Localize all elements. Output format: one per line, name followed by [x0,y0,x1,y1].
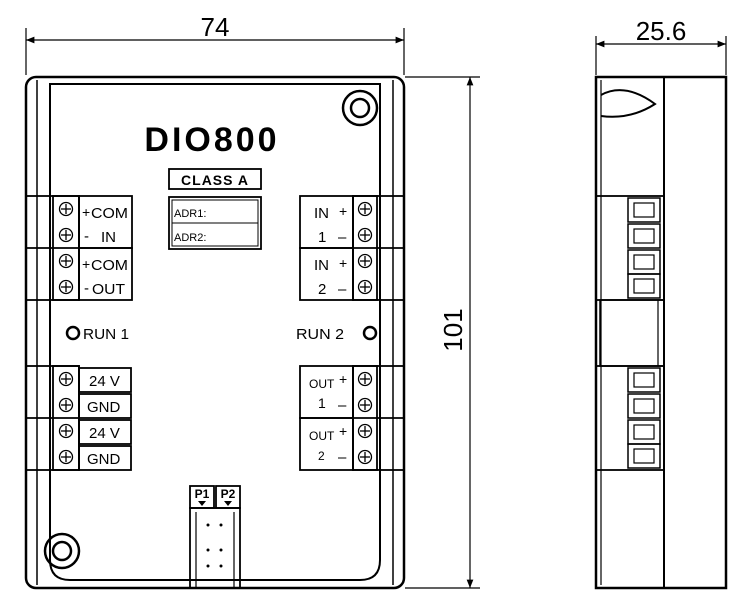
screw-terminal-icon [58,423,74,439]
height-dimension-label: 101 [438,308,468,351]
width-dimension-label: 74 [201,12,230,42]
depth-dimension [595,36,727,75]
run1-label: RUN 1 [83,326,129,343]
p1-arrow-icon [198,501,206,506]
side-top-connector [595,195,665,301]
screw-terminal-icon [58,397,74,413]
out-1-plus: + [339,371,347,387]
power-1-label: 24 V [89,373,120,390]
left-power-terminal-block [25,365,132,471]
in-2-plus: + [339,255,347,271]
left-term-4-sign: - [84,280,89,297]
programming-port [189,485,241,589]
left-power-labels: 24 V GND 24 V GND [87,373,121,468]
port-pin-dots [206,523,223,568]
height-dimension [405,76,480,589]
screw-terminal-icon [357,371,373,387]
model-name: DIO800 [144,121,279,159]
right-output-labels: OUT + 1 – OUT + 2 – [309,371,347,466]
screw-terminal-icon [357,201,373,217]
side-housing-outline [594,75,728,590]
in-2-number: 2 [318,281,326,298]
class-label: CLASS A [181,172,249,188]
side-top-clip [600,89,657,118]
out-1-minus: – [338,397,347,414]
side-terminal-slot [627,367,661,393]
screw-terminal-icon [58,227,74,243]
left-signal-terminal-block [25,195,133,301]
left-term-2-text: IN [101,229,116,246]
left-term-3-sign: + [82,256,90,272]
p1-label: P1 [195,487,210,501]
adr1-label: ADR1: [174,208,206,220]
screw-terminal-icon [58,201,74,217]
run2-led [362,325,378,341]
side-terminal-slot [627,443,661,469]
power-2-label: GND [87,399,121,416]
mounting-hole-bottom-left [43,532,81,570]
in-2-label: IN [314,257,329,274]
side-terminal-slots [627,197,661,469]
in-1-minus: – [338,229,347,246]
left-term-1-text: COM [91,205,128,222]
p2-arrow-icon [224,501,232,506]
out-1-label: OUT [309,377,335,391]
left-signal-labels: + COM - IN + COM - OUT [82,204,128,298]
screw-terminal-icon [58,253,74,269]
front-inner-panel [49,83,381,581]
side-terminal-slot [627,273,661,299]
screw-terminal-icon [357,423,373,439]
side-terminal-slot [627,393,661,419]
power-4-label: GND [87,451,121,468]
in-1-plus: + [339,203,347,219]
screw-terminal-icon [357,397,373,413]
width-dimension [25,28,405,75]
side-terminal-slot [627,197,661,223]
in-1-label: IN [314,205,329,222]
screw-terminal-icon [58,449,74,465]
class-label-box [168,168,262,190]
depth-dimension-label: 25.6 [636,16,687,46]
run1-led [65,325,81,341]
screw-terminal-icon [357,449,373,465]
power-3-label: 24 V [89,425,120,442]
screw-terminal-icon [357,279,373,295]
side-bottom-connector [595,365,665,471]
out-2-minus: – [338,449,347,466]
screw-terminal-icon [58,279,74,295]
right-input-labels: IN + 1 – IN + 2 – [314,203,347,298]
left-term-3-text: COM [91,257,128,274]
screw-terminal-icon [357,227,373,243]
out-2-label: OUT [309,429,335,443]
terminal-screws [58,201,373,465]
left-term-2-sign: - [84,228,89,245]
right-input-terminal-block [299,195,405,301]
left-term-4-text: OUT [92,281,125,298]
side-terminal-slot [627,419,661,445]
out-2-number: 2 [318,449,325,463]
out-1-number: 1 [318,395,326,411]
side-terminal-slot [627,223,661,249]
run2-label: RUN 2 [296,326,344,343]
side-terminal-slot [627,249,661,275]
side-view [594,75,728,590]
adr2-label: ADR2: [174,232,206,244]
address-box [168,196,262,250]
out-2-plus: + [339,423,347,439]
screw-terminal-icon [357,253,373,269]
screw-terminal-icon [58,371,74,387]
p2-label: P2 [221,487,236,501]
left-term-1-sign: + [82,204,90,220]
in-2-minus: – [338,281,347,298]
right-output-terminal-block [299,365,405,471]
in-1-number: 1 [318,229,326,246]
mounting-hole-top-right [341,89,379,127]
